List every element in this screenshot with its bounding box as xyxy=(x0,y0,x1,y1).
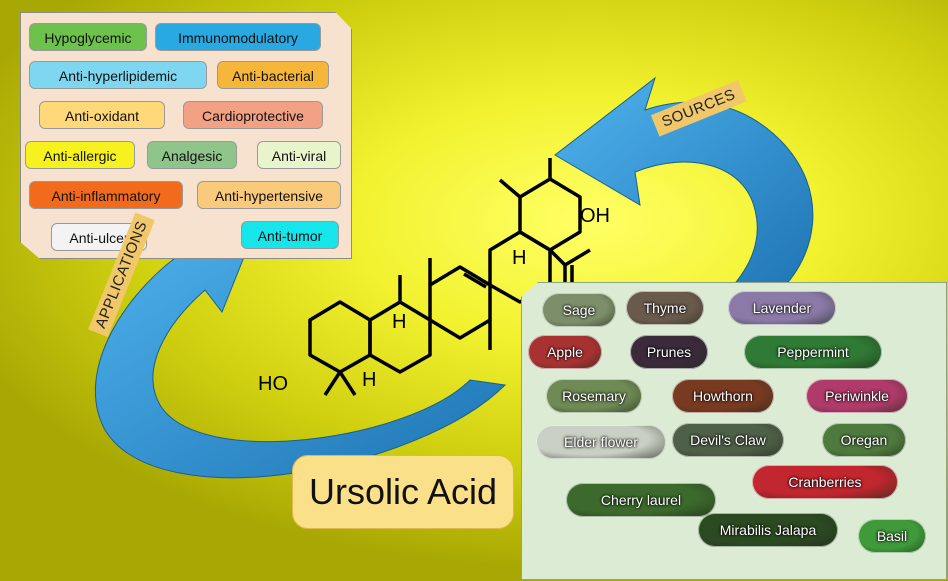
source-item: Howthorn xyxy=(672,379,774,413)
application-tag: Anti-hypertensive xyxy=(197,181,341,209)
compound-title: Ursolic Acid xyxy=(292,455,514,529)
source-item: Basil xyxy=(858,519,926,553)
application-tag: Cardioprotective xyxy=(183,101,323,129)
source-item: Cherry laurel xyxy=(566,483,716,517)
application-tag: Anti-viral xyxy=(257,141,341,169)
application-tag: Immunomodulatory xyxy=(155,23,321,51)
source-item: Oregan xyxy=(822,423,906,457)
ursolic-acid-structure: OH HO H H H xyxy=(258,158,610,396)
source-item: Prunes xyxy=(630,335,708,369)
source-item: Lavender xyxy=(728,291,836,325)
h-label-1: H xyxy=(392,311,406,333)
application-tag: Anti-oxidant xyxy=(39,101,165,129)
oh-label: OH xyxy=(580,205,610,227)
application-tag: Anti-tumor xyxy=(241,221,339,249)
source-item: Elder flower xyxy=(536,425,666,459)
source-item: Thyme xyxy=(626,291,704,325)
source-item: Periwinkle xyxy=(806,379,908,413)
source-item: Cranberries xyxy=(752,465,898,499)
source-item: Mirabilis Jalapa xyxy=(698,513,838,547)
application-tag: Anti-allergic xyxy=(25,141,135,169)
h-label-2: H xyxy=(512,247,526,269)
application-tag: Hypoglycemic xyxy=(29,23,147,51)
source-item: Apple xyxy=(528,335,602,369)
source-item: Peppermint xyxy=(744,335,882,369)
application-tag: Anti-inflammatory xyxy=(29,181,183,209)
source-item: Devil's Claw xyxy=(672,423,784,457)
source-item: Rosemary xyxy=(546,379,642,413)
source-item: Sage xyxy=(542,293,616,327)
application-tag: Anti-bacterial xyxy=(217,61,329,89)
h-label-3: H xyxy=(362,369,376,391)
sources-panel: Sage Thyme Lavender Apple Prunes Pepperm… xyxy=(521,282,947,580)
applications-panel: Hypoglycemic Immunomodulatory Anti-hyper… xyxy=(20,12,352,259)
ho-label: HO xyxy=(258,373,288,395)
sources-arrow xyxy=(554,76,814,301)
application-tag: Analgesic xyxy=(147,141,237,169)
application-tag: Anti-hyperlipidemic xyxy=(29,61,207,89)
